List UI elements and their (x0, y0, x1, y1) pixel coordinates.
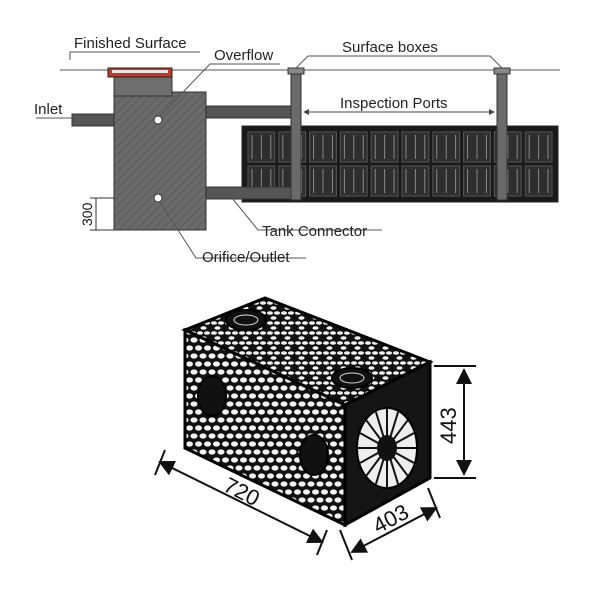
label-orifice-outlet: Orifice/Outlet (202, 249, 290, 266)
top-port-icon (225, 309, 267, 331)
label-finished-surface: Finished Surface (74, 35, 187, 52)
front-port-icon (197, 375, 227, 417)
dimension-300: 300 (79, 202, 95, 226)
dimension-height-443: 443 (436, 407, 461, 444)
label-inlet: Inlet (34, 101, 63, 118)
orifice-hole (153, 193, 163, 203)
label-tank-connector: Tank Connector (262, 223, 367, 240)
tank-connector-pipe (203, 186, 293, 200)
label-overflow: Overflow (214, 47, 273, 64)
crate-isometric-view: 720 403 443 (154, 296, 476, 561)
top-port-icon (331, 367, 373, 389)
inspection-port-right (496, 69, 508, 201)
control-chamber-shaft (113, 75, 173, 97)
label-surface-boxes: Surface boxes (342, 39, 438, 56)
control-chamber (113, 91, 207, 231)
overflow-pipe (203, 105, 293, 119)
inlet-pipe (71, 113, 115, 127)
section-view: Finished Surface Overflow Surface boxes … (34, 35, 560, 266)
inspection-port-left (290, 69, 302, 201)
label-inspection-ports: Inspection Ports (340, 95, 448, 112)
overflow-hole (153, 115, 163, 125)
front-port-icon (299, 434, 329, 476)
side-port-icon (356, 407, 418, 489)
